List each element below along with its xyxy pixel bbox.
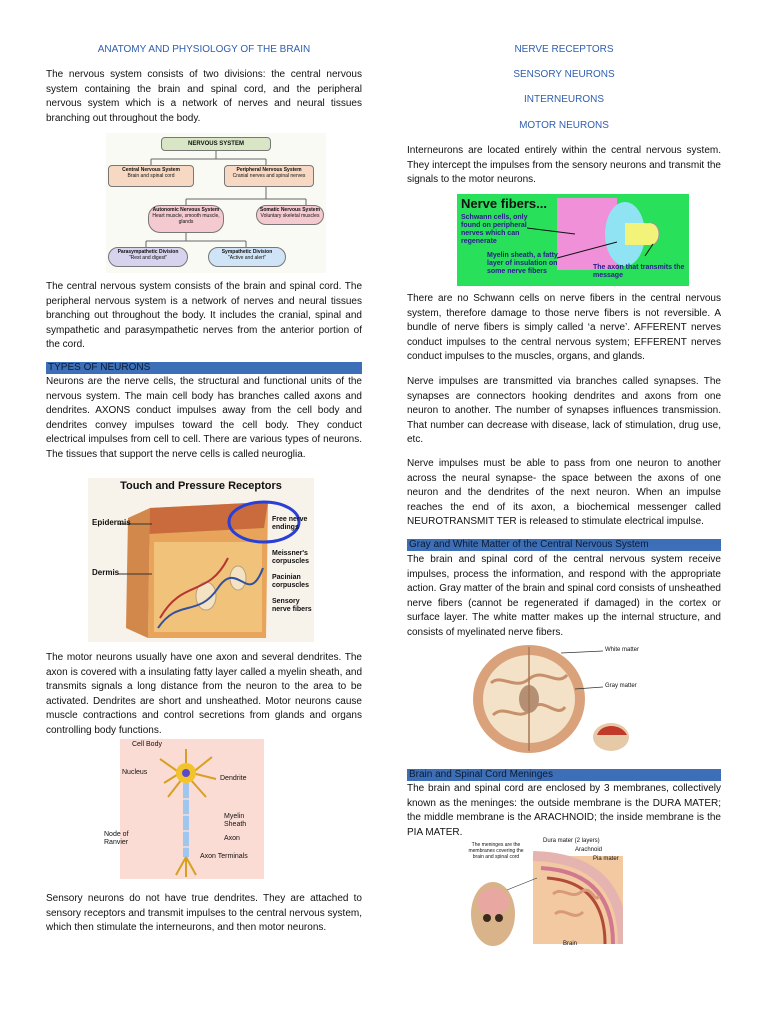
nervous-system-box: NERVOUS SYSTEM — [161, 137, 271, 151]
label-dendrite: Dendrite — [220, 775, 247, 782]
section-header-meninges: Brain and Spinal Cord Meninges — [407, 769, 721, 781]
document-title: ANATOMY AND PHYSIOLOGY OF THE BRAIN — [97, 44, 311, 55]
interneurons-paragraph: Interneurons are located entirely within… — [407, 145, 721, 186]
label-pia-mater: Pia mater — [593, 856, 619, 862]
brain-section-figure: White matter Gray matter — [471, 643, 661, 759]
section-header-types-of-neurons: TYPES OF NEURONS — [46, 362, 362, 374]
label-epidermis: Epidermis — [92, 518, 131, 527]
fibers-title: Nerve fibers... — [461, 196, 547, 211]
label-myelin: Myelin sheath, a fatty layer of insulati… — [487, 252, 558, 275]
label-axon-terminals: Axon Terminals — [200, 853, 248, 860]
label-cell-body: Cell Body — [132, 741, 162, 748]
sns-sub: Voluntary skeletal muscles — [260, 213, 320, 219]
symp-title: Sympathetic Division — [221, 249, 273, 255]
touch-title: Touch and Pressure Receptors — [120, 480, 282, 492]
cns-paragraph: The central nervous system consists of t… — [46, 281, 362, 351]
label-gray-matter: Gray matter — [605, 683, 637, 689]
label-arachnoid: Arachnoid — [575, 847, 603, 853]
label-node-of-ranvier: Node of Ranvier — [104, 831, 129, 846]
para-sub: "Rest and digest" — [128, 255, 168, 261]
pns-title: Peripheral Nervous System — [236, 167, 302, 173]
label-free-nerve-endings: Free nerve endings — [272, 516, 308, 531]
label-nucleus: Nucleus — [122, 769, 148, 776]
fiber-illustration — [526, 198, 660, 270]
list-motor-neurons: MOTOR NEURONS — [519, 120, 609, 131]
ans-title: Autonomic Nervous System — [152, 207, 220, 213]
gray-white-paragraph: The brain and spinal cord of the central… — [407, 554, 721, 638]
label-meissner: Meissner's corpuscles — [272, 550, 309, 565]
list-interneurons: INTERNEURONS — [523, 94, 604, 105]
meninges-illustration — [471, 851, 623, 946]
sympathetic-box: Sympathetic Division"Active and alert" — [208, 247, 286, 267]
touch-receptors-figure: Touch and Pressure Receptors Epidermis D… — [88, 478, 314, 642]
motor-neurons-paragraph: The motor neurons usually have one axon … — [46, 652, 362, 736]
label-meninges-intro: The meninges are the membranes covering … — [468, 842, 524, 860]
neuron-illustration — [159, 749, 217, 877]
label-axon-fiber: The axon that transmits the message — [593, 264, 685, 279]
brain-illustration — [473, 645, 629, 753]
label-brain: Brain — [563, 941, 578, 947]
label-sensory-nerve-fibers: Sensory nerve fibers — [272, 598, 312, 613]
intro-paragraph: The nervous system consists of two divis… — [46, 69, 362, 124]
list-sensory-neurons: SENSORY NEURONS — [513, 69, 615, 80]
label-schwann: Schwann cells, only found on peripheral … — [461, 214, 528, 245]
cns-title: Central Nervous System — [122, 167, 180, 173]
sensory-neurons-paragraph: Sensory neurons do not have true dendrit… — [46, 893, 362, 934]
neurons-paragraph: Neurons are the nerve cells, the structu… — [46, 376, 362, 460]
impulse-paragraph: Nerve impulses must be able to pass from… — [407, 458, 721, 528]
meninges-paragraph: The brain and spinal cord are enclosed b… — [407, 783, 721, 838]
label-myelin-sheath: Myelin Sheath — [224, 813, 247, 828]
ans-sub: Heart muscle, smooth muscle, glands — [152, 213, 220, 225]
label-axon: Axon — [224, 835, 240, 842]
para-title: Parasympathetic Division — [117, 249, 179, 255]
sns-title: Somatic Nervous System — [259, 207, 321, 213]
meninges-figure: The meninges are the membranes covering … — [467, 838, 623, 950]
list-nerve-receptors: NERVE RECEPTORS — [514, 44, 614, 55]
label-dura-mater: Dura mater (2 layers) — [543, 838, 600, 844]
cns-sub: Brain and spinal cord — [127, 173, 175, 179]
label-white-matter: White matter — [605, 647, 640, 653]
symp-sub: "Active and alert" — [227, 255, 266, 261]
label-dermis: Dermis — [92, 568, 120, 577]
skin-illustration — [118, 500, 301, 638]
label-pacinian: Pacinian corpuscles — [272, 574, 309, 589]
schwann-paragraph: There are no Schwann cells on nerve fibe… — [407, 293, 721, 363]
section-header-gray-white-matter: Gray and White Matter of the Central Ner… — [407, 539, 721, 551]
pns-sub: Cranial nerves and spinal nerves — [232, 173, 306, 179]
nerve-fibers-figure: Nerve fibers... Schwann cells, only foun… — [457, 194, 689, 286]
neuron-figure: Cell Body Nucleus Dendrite Myelin Sheath… — [104, 739, 264, 879]
synapses-paragraph: Nerve impulses are transmitted via branc… — [407, 376, 721, 446]
diagram-connectors — [145, 151, 307, 247]
parasympathetic-box: Parasympathetic Division"Rest and digest… — [108, 247, 188, 267]
